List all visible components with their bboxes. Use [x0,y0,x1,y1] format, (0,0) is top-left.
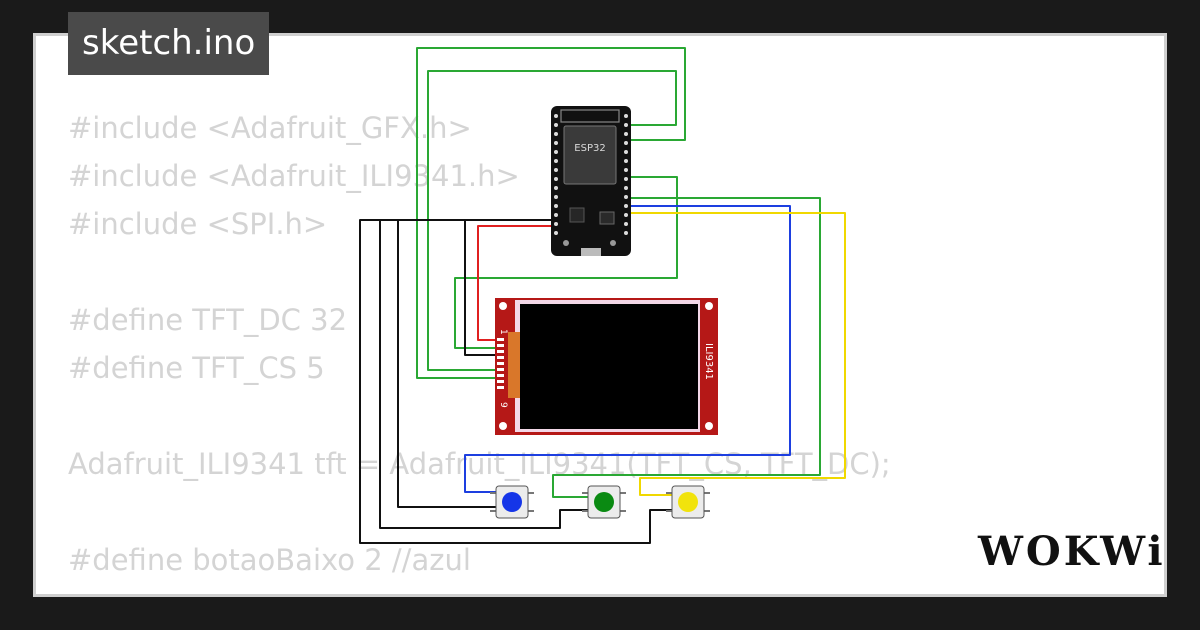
button-boot [610,240,616,246]
wire-black [379,220,590,529]
esp32-board[interactable]: ESP32 [551,106,631,256]
wire-blue [464,205,791,493]
esp32-label: ESP32 [574,143,605,154]
wire-black [397,220,496,508]
code-line: #define TFT_DC 32 [68,303,348,337]
wire-green [427,70,677,371]
regulator-chip [569,207,585,223]
code-line: #define botaoBaixo 2 //azul [68,543,471,577]
wire-green [454,176,678,349]
wire-green [416,47,686,379]
button-en [563,240,569,246]
mount-hole [705,302,713,310]
code-line: #include <Adafruit_ILI9341.h> [68,159,520,193]
button-cap [678,492,698,512]
wire-red [477,225,557,341]
sketch-filename-tab[interactable]: sketch.ino [68,12,270,75]
display-ribbon [508,332,520,398]
wire-black [359,219,672,544]
wire-yellow [627,212,846,496]
button-blue[interactable] [490,485,534,519]
code-line: #define botaoCima 4 //verde [68,584,891,594]
wokwi-logo: WOKWi [978,528,1166,575]
code-listing: #include <Adafruit_GFX.h> #include <Adaf… [68,104,891,594]
esp32-left-pins [554,114,558,235]
usb-chip [599,211,615,225]
pin-label-first: 1 [498,329,508,335]
display-label: ILI9341 [703,343,714,380]
wire-black [464,219,557,356]
antenna-trace [560,109,620,123]
display-screen [520,304,698,429]
esp32-module [563,125,617,185]
mount-hole [705,422,713,430]
pin-label-last: 9 [498,402,508,408]
mount-hole [499,302,507,310]
button-cap [594,492,614,512]
code-line: #define TFT_CS 5 [68,351,325,385]
button-green[interactable] [582,485,626,519]
display-pins [497,338,504,389]
code-line: #include <SPI.h> [68,207,328,241]
ili9341-display[interactable]: 1 9 ILI9341 [495,298,718,435]
wires [359,47,846,544]
usb-port [581,248,601,256]
button-yellow[interactable] [666,485,710,519]
button-cap [502,492,522,512]
wire-green [552,197,821,498]
esp32-right-pins [624,114,628,235]
mount-hole [499,422,507,430]
